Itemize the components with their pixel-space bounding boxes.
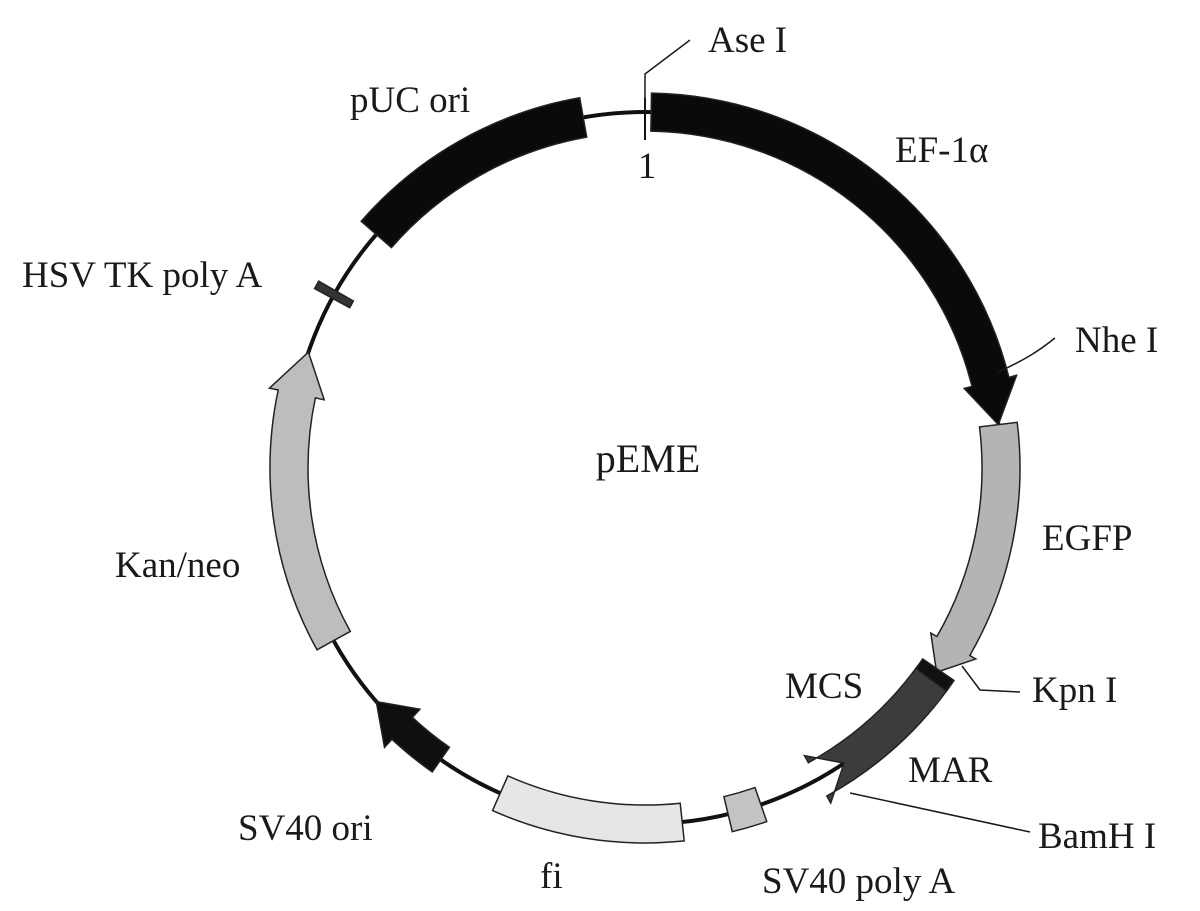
leader-bam (849, 792, 1031, 833)
feature-label-sv40ori: SV40 ori (238, 808, 373, 849)
feature-arc-egfp (929, 421, 1021, 674)
feature-label-ef1a: EF-1α (895, 130, 988, 171)
plasmid-name: pEME (596, 436, 700, 481)
leader-nhe (997, 337, 1056, 373)
feature-label-puc: pUC ori (350, 80, 470, 121)
feature-arcs (267, 92, 1021, 844)
feature-label-sv40polya: SV40 poly A (762, 861, 956, 902)
feature-arc-puc (360, 96, 588, 249)
feature-label-mcs: MCS (785, 666, 863, 707)
leader-kpn (961, 665, 1021, 693)
feature-label-mar: MAR (908, 750, 993, 791)
feature-arc-fi (491, 774, 686, 844)
feature-label-kanneo: Kan/neo (115, 545, 240, 586)
feature-label-hsvtk: HSV TK poly A (22, 255, 262, 296)
site-label-kpn: Kpn I (1032, 670, 1117, 711)
feature-label-egfp: EGFP (1042, 518, 1132, 559)
feature-box-sv40polya (722, 786, 768, 833)
feature-arc-mar (803, 665, 950, 805)
feature-arc-sv40ori (375, 700, 451, 773)
feature-tick-hsvtk (313, 280, 355, 309)
feature-label-fi: fi (540, 856, 563, 897)
feature-arc-kanneo (267, 350, 352, 651)
site-label-ase: Ase I (708, 20, 787, 61)
site-label-nhe: Nhe I (1075, 320, 1158, 361)
feature-arc-ef1a (650, 92, 1018, 426)
feature-arc-mcs (914, 657, 956, 693)
leader-ase (644, 39, 691, 110)
origin-label: 1 (638, 146, 657, 187)
site-label-bam: BamH I (1038, 816, 1156, 857)
